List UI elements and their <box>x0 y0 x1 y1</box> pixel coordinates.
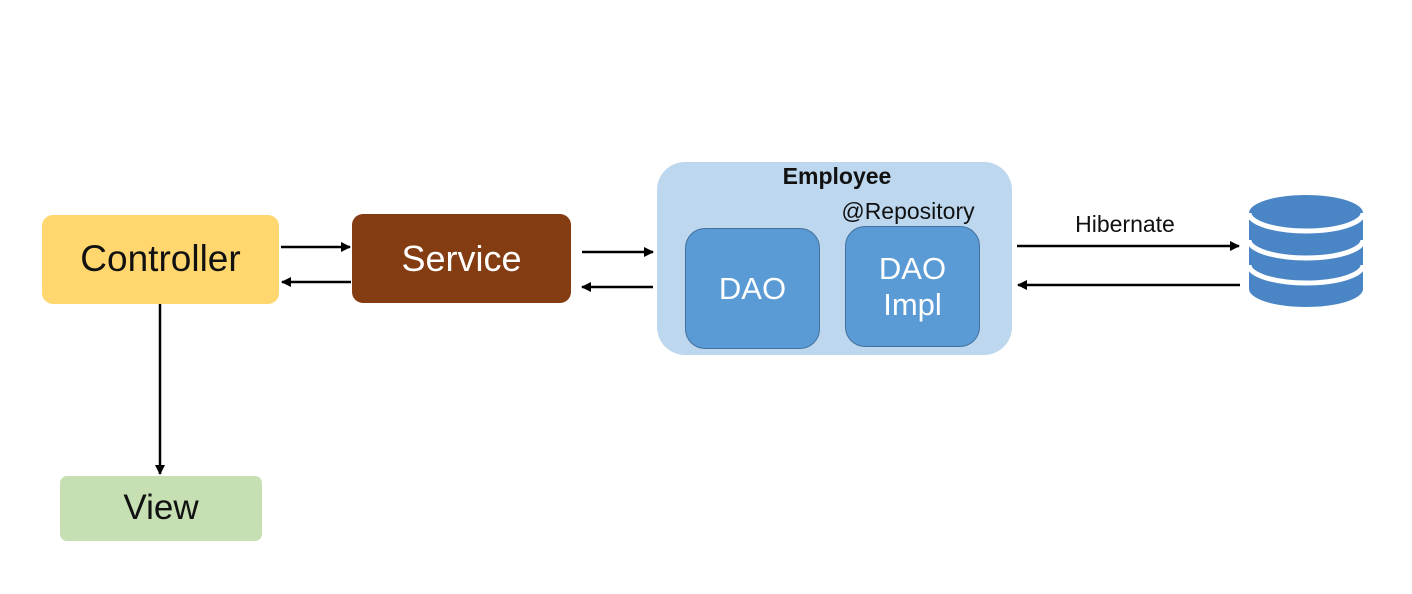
controller-node: Controller <box>42 215 279 304</box>
dao-node: DAO <box>685 228 820 349</box>
dao-impl-label-line2: Impl <box>883 286 942 322</box>
view-label: View <box>123 488 199 528</box>
view-node: View <box>60 476 262 541</box>
controller-label: Controller <box>80 238 241 280</box>
repository-annotation: @Repository <box>841 198 975 224</box>
service-label: Service <box>401 237 522 279</box>
employee-title: Employee <box>782 163 892 189</box>
database-icon <box>1246 195 1366 307</box>
dao-impl-label-line1: DAO <box>878 250 947 286</box>
dao-label: DAO <box>718 270 787 306</box>
hibernate-edge-label: Hibernate <box>1075 211 1175 237</box>
dao-impl-node: DAO Impl <box>845 226 980 347</box>
service-node: Service <box>352 214 571 303</box>
